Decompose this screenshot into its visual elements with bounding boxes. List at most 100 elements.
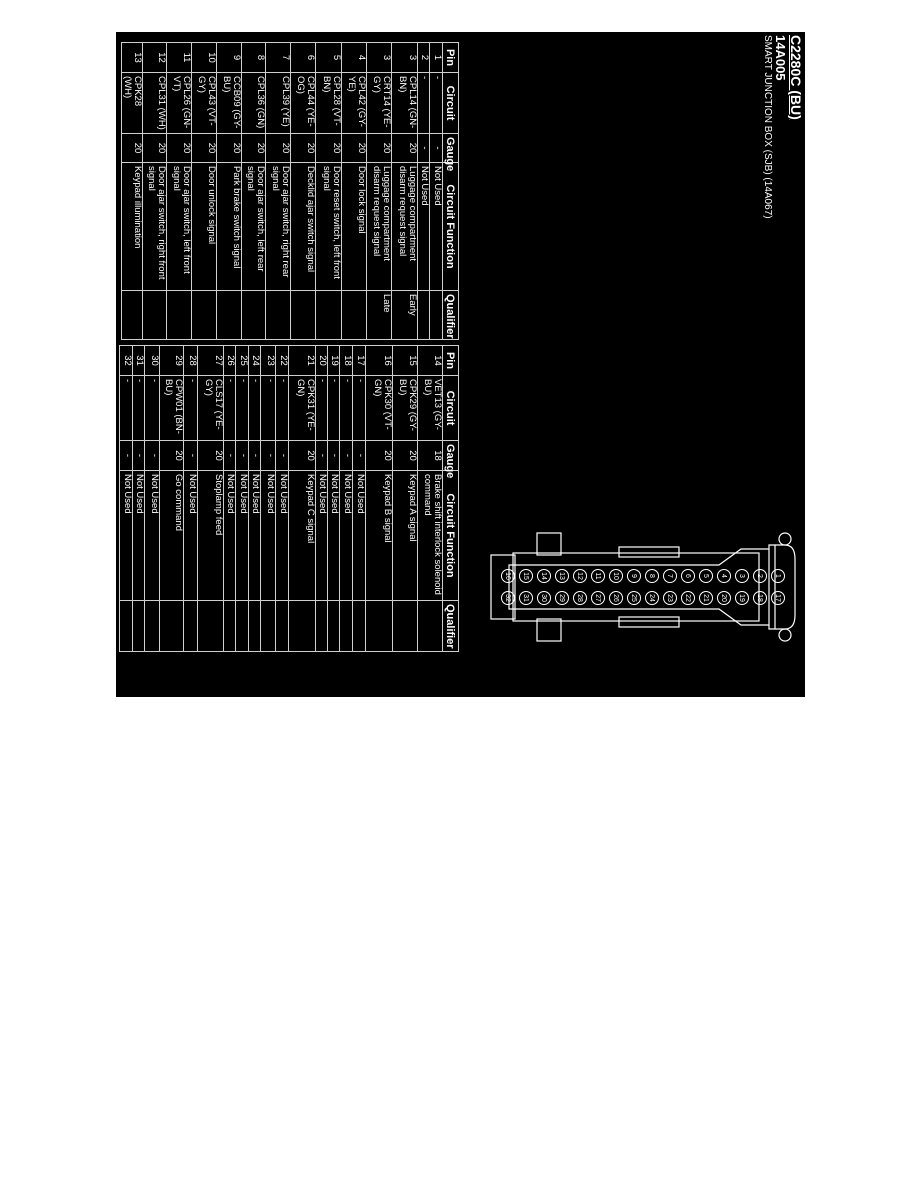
pin-cavity-21: 21 — [699, 591, 713, 605]
circuit-cell: CPK31 (YE-GN) — [288, 375, 316, 441]
header-pin: Pin — [442, 345, 459, 376]
pin-cell: 31 — [132, 345, 145, 376]
qualifier-cell — [183, 600, 198, 652]
pin-cavity-6: 6 — [681, 569, 695, 583]
function-cell: Keypad A signal — [392, 470, 418, 601]
circuit-cell: CPW01 (BN-BU) — [159, 375, 184, 441]
qualifier-cell — [132, 600, 145, 652]
circuit-cell: CPL36 (GN) — [241, 72, 266, 134]
qualifier-cell — [429, 290, 443, 340]
function-cell: Not Used — [132, 470, 145, 601]
gauge-cell: 20 — [392, 440, 418, 471]
header-qualifier: Qualifier — [442, 290, 459, 340]
circuit-cell: VET13 (GY-BU) — [417, 375, 443, 441]
part-number: 14A005 — [773, 35, 788, 81]
function-cell: Not Used — [223, 470, 236, 601]
function-cell: Door ajar switch, left rear signal — [241, 162, 266, 291]
pin-cell: 30 — [144, 345, 160, 376]
connector-id-title: C2280C (BU) — [788, 35, 804, 120]
qualifier-cell — [275, 600, 289, 652]
qualifier-cell — [352, 600, 366, 652]
function-cell: Not Used — [260, 470, 276, 601]
pin-cavity-8: 8 — [645, 569, 659, 583]
function-cell: Not Used — [144, 470, 160, 601]
circuit-cell: - — [235, 375, 249, 441]
gauge-cell: 20 — [265, 133, 291, 163]
pin-cavity-27: 27 — [591, 591, 605, 605]
pin-cell: 28 — [183, 345, 198, 376]
rotated-document-content: C2280C (BU) 14A005 SMART JUNCTION BOX (S… — [116, 32, 805, 697]
circuit-cell: CPL44 (YE-OG) — [290, 72, 316, 134]
qualifier-cell — [315, 290, 342, 340]
pin-cavity-2: 2 — [753, 569, 767, 583]
pin-cavity-12: 12 — [573, 569, 587, 583]
pin-cell: 3 — [366, 42, 392, 73]
qualifier-cell — [191, 290, 217, 340]
pin-cavity-13: 13 — [555, 569, 569, 583]
function-cell: Door reset switch, left front signal — [315, 162, 342, 291]
connector-outline-icon — [490, 532, 796, 642]
circuit-cell: CRT14 (YE-GY) — [366, 72, 392, 134]
qualifier-cell — [417, 600, 443, 652]
table-header-row: Pin Circuit Gauge Circuit Function Quali… — [442, 42, 459, 340]
gauge-cell: 20 — [166, 133, 192, 163]
circuit-cell: - — [132, 375, 145, 441]
pin-cell: 29 — [159, 345, 184, 376]
gauge-cell: 20 — [159, 440, 184, 471]
qualifier-cell — [142, 290, 167, 340]
function-cell: Luggage compartment disarm request signa… — [391, 162, 418, 291]
pin-cavity-16: 16 — [501, 569, 515, 583]
gauge-cell: 20 — [391, 133, 418, 163]
function-cell: Not Used — [339, 470, 353, 601]
function-cell: Not Used — [352, 470, 366, 601]
gauge-cell: - — [417, 133, 430, 163]
gauge-cell: - — [352, 440, 366, 471]
qualifier-cell — [166, 290, 192, 340]
qualifier-cell — [121, 290, 143, 340]
gauge-cell: - — [235, 440, 249, 471]
table-row: 20--Not Used — [315, 345, 328, 652]
qualifier-cell — [339, 600, 353, 652]
function-cell: Door ajar switch, right rear signal — [265, 162, 291, 291]
header-circuit: Circuit — [442, 375, 459, 441]
gauge-cell: - — [248, 440, 261, 471]
header-function: Circuit Function — [442, 162, 459, 291]
qualifier-cell — [392, 600, 418, 652]
pin-cavity-20: 20 — [717, 591, 731, 605]
qualifier-cell — [197, 600, 224, 652]
gauge-cell: - — [260, 440, 276, 471]
qualifier-cell — [288, 600, 316, 652]
gauge-cell: 20 — [216, 133, 242, 163]
circuit-cell: CPL31 (WH) — [142, 72, 167, 134]
pin-cell: 32 — [119, 345, 133, 376]
function-cell: Luggage compartment disarm request signa… — [366, 162, 392, 291]
pin-cell: 15 — [392, 345, 418, 376]
pin-cavity-9: 9 — [627, 569, 641, 583]
pin-cell: 4 — [341, 42, 367, 73]
pin-cell: 12 — [142, 42, 167, 73]
gauge-cell: 20 — [290, 133, 316, 163]
function-cell: Door ajar switch, left front signal — [166, 162, 192, 291]
pin-cavity-3: 3 — [735, 569, 749, 583]
table-row: 19--Not Used — [327, 345, 340, 652]
gauge-cell: 20 — [241, 133, 266, 163]
table-row: 23--Not Used — [260, 345, 276, 652]
pin-cell: 6 — [290, 42, 316, 73]
circuit-cell: - — [260, 375, 276, 441]
pin-cavity-7: 7 — [663, 569, 677, 583]
qualifier-cell: Early — [391, 290, 418, 340]
pin-cavity-17: 17 — [771, 591, 785, 605]
qualifier-cell — [341, 290, 367, 340]
function-cell: Decklid ajar switch signal — [290, 162, 316, 291]
table-header-row: Pin Circuit Gauge Circuit Function Quali… — [442, 345, 459, 652]
gauge-cell: 20 — [366, 133, 392, 163]
table-row: 2--Not Used — [417, 42, 430, 340]
